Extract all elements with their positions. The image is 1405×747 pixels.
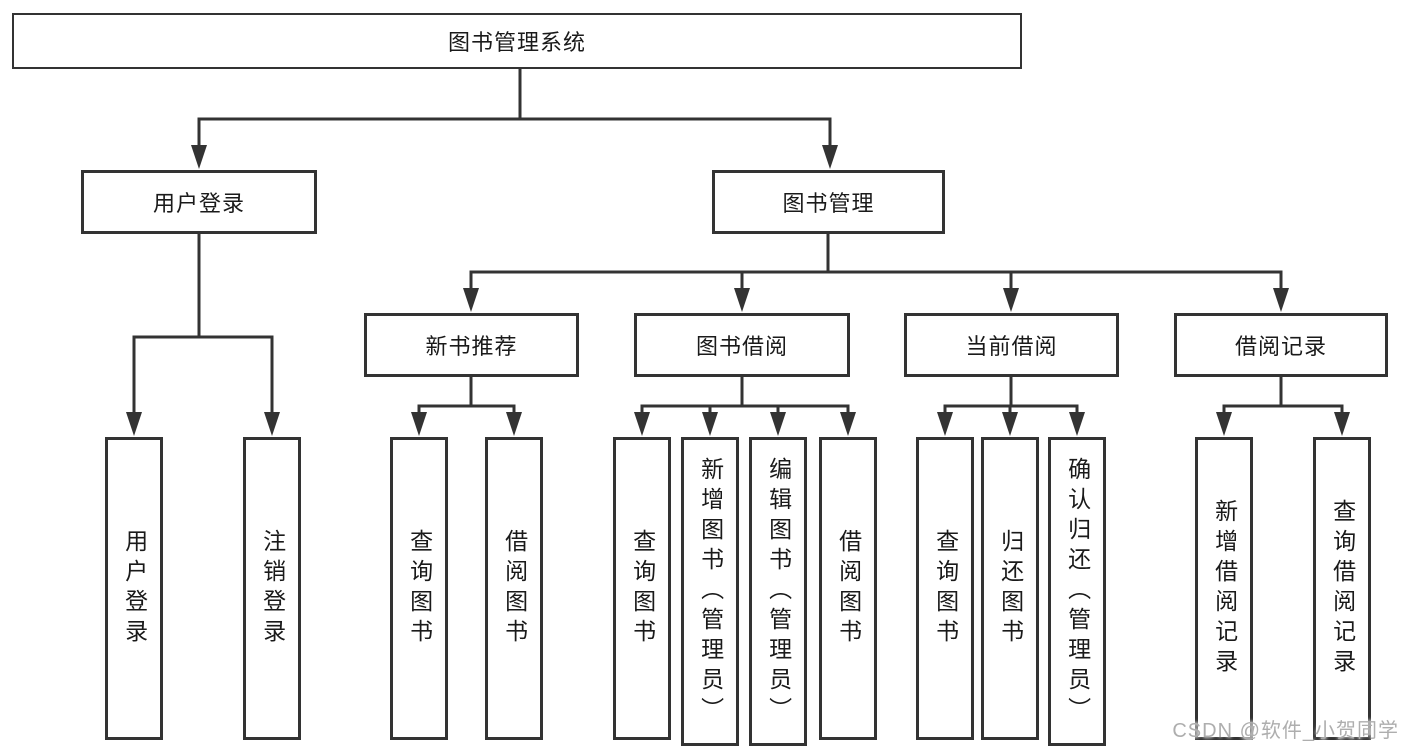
connector-root-to-level2 [191, 67, 838, 169]
leaf-edit-books-admin: 编辑图书（管理员） [749, 437, 807, 746]
node-label: 新增图书（管理员） [697, 456, 724, 727]
node-book-management: 图书管理 [712, 170, 945, 234]
connector-book-mgmt-to-sections [463, 232, 1289, 312]
node-user-login: 用户登录 [81, 170, 317, 234]
node-label: 注销登录 [259, 528, 286, 649]
arrowhead-icon [822, 145, 838, 169]
node-label: 借阅图书 [501, 528, 528, 649]
arrowhead-icon [770, 412, 786, 436]
node-label: 用户登录 [121, 528, 148, 649]
arrowhead-icon [702, 412, 718, 436]
arrowhead-icon [634, 412, 650, 436]
node-label: 图书管理系统 [447, 30, 586, 55]
node-label: 借阅记录 [1234, 334, 1327, 359]
connector-borrow-record-children [1216, 375, 1350, 436]
node-borrowing-records: 借阅记录 [1174, 313, 1388, 377]
node-label: 查询图书 [932, 528, 959, 649]
node-label: 查询图书 [629, 528, 656, 649]
arrowhead-icon [1003, 288, 1019, 312]
node-label: 新书推荐 [425, 334, 518, 359]
arrowhead-icon [1216, 412, 1232, 436]
leaf-add-books-admin: 新增图书（管理员） [681, 437, 739, 746]
leaf-add-borrow-record: 新增借阅记录 [1195, 437, 1253, 740]
node-label: 图书管理 [782, 191, 875, 216]
arrowhead-icon [1273, 288, 1289, 312]
leaf-query-borrow-record: 查询借阅记录 [1313, 437, 1371, 740]
arrowhead-icon [191, 145, 207, 169]
node-label: 用户登录 [152, 191, 245, 216]
arrowhead-icon [463, 288, 479, 312]
arrowhead-icon [506, 412, 522, 436]
node-book-borrowing: 图书借阅 [634, 313, 850, 377]
leaf-return-books: 归还图书 [981, 437, 1039, 740]
node-label: 查询图书 [406, 528, 433, 649]
connector-book-borrow-children [634, 375, 856, 436]
arrowhead-icon [1002, 412, 1018, 436]
connector-new-book-children [411, 375, 522, 436]
arrowhead-icon [937, 412, 953, 436]
leaf-user-login: 用户登录 [105, 437, 163, 740]
arrowhead-icon [734, 288, 750, 312]
leaf-borrow-books-2: 借阅图书 [819, 437, 877, 740]
leaf-query-books-3: 查询图书 [916, 437, 974, 740]
node-new-book-recommendation: 新书推荐 [364, 313, 579, 377]
node-label: 确认归还（管理员） [1064, 456, 1091, 727]
leaf-logout: 注销登录 [243, 437, 301, 740]
arrowhead-icon [264, 412, 280, 436]
node-label: 查询借阅记录 [1329, 498, 1356, 679]
arrowhead-icon [1069, 412, 1085, 436]
connector-user-login-children [126, 232, 280, 436]
node-label: 借阅图书 [835, 528, 862, 649]
node-label: 归还图书 [997, 528, 1024, 649]
node-root-system: 图书管理系统 [12, 13, 1022, 69]
watermark: CSDN @软件_小贺同学 [1172, 720, 1399, 742]
arrowhead-icon [411, 412, 427, 436]
node-label: 当前借阅 [965, 334, 1058, 359]
arrowhead-icon [840, 412, 856, 436]
node-current-borrowing: 当前借阅 [904, 313, 1119, 377]
arrowhead-icon [1334, 412, 1350, 436]
leaf-borrow-books-1: 借阅图书 [485, 437, 543, 740]
node-label: 编辑图书（管理员） [765, 456, 792, 727]
leaf-query-books-2: 查询图书 [613, 437, 671, 740]
leaf-confirm-return-admin: 确认归还（管理员） [1048, 437, 1106, 746]
node-label: 图书借阅 [695, 334, 788, 359]
leaf-query-books-1: 查询图书 [390, 437, 448, 740]
node-label: 新增借阅记录 [1211, 498, 1238, 679]
connector-current-borrow-children [937, 375, 1085, 436]
arrowhead-icon [126, 412, 142, 436]
